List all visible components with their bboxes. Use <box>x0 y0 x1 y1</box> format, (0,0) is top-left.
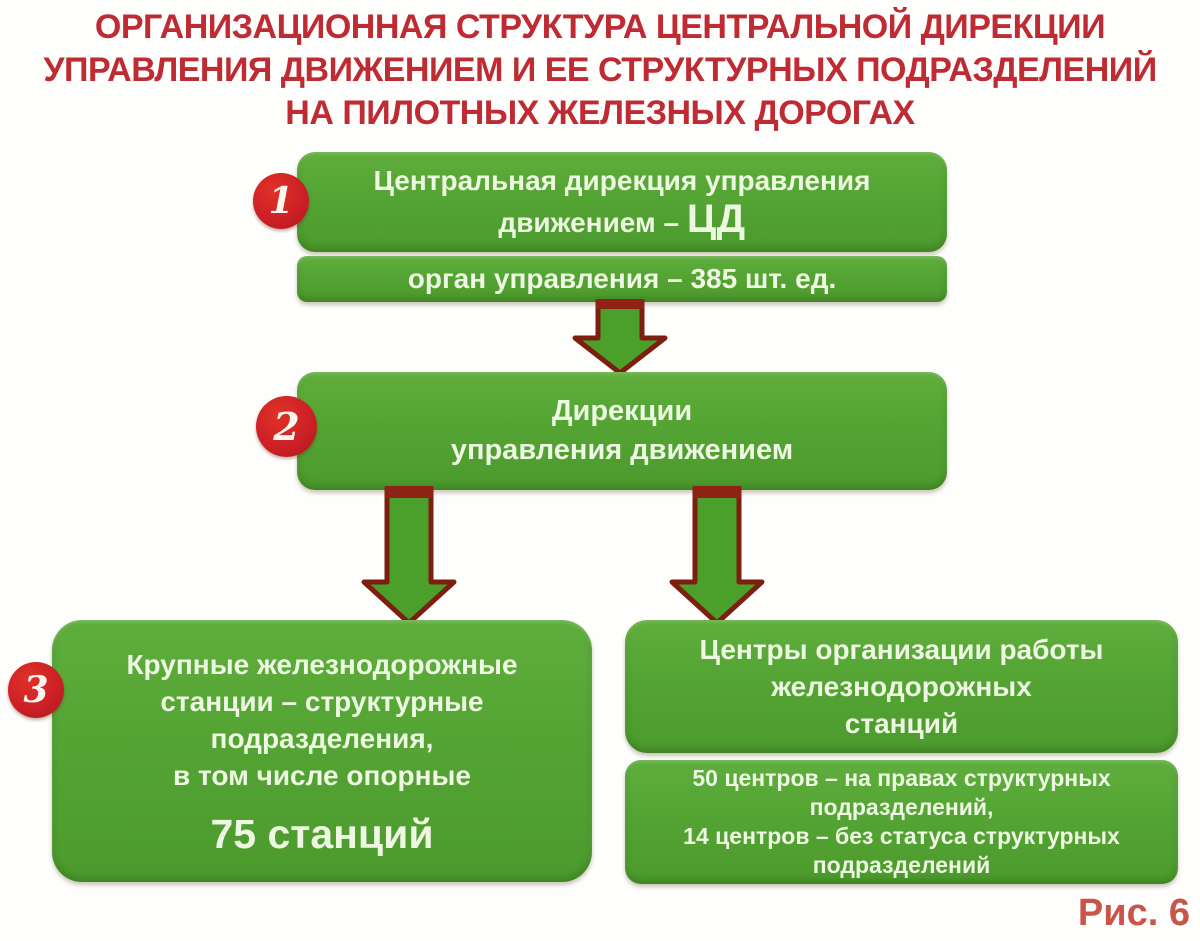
node-work-centers-detail-line4: подразделений <box>812 852 991 878</box>
figure-caption: Рис. 6 <box>1077 892 1190 934</box>
badge-1: 1 <box>253 173 309 229</box>
badge-3: 3 <box>8 662 64 718</box>
arrow-top-cap <box>596 299 644 309</box>
title-line-2: УПРАВЛЕНИЯ ДВИЖЕНИЕМ И ЕЕ СТРУКТУРНЫХ ПО… <box>43 51 1157 89</box>
down-arrow-center <box>572 299 668 375</box>
node-work-centers-line1: Центры организации работы <box>699 634 1104 665</box>
down-arrow-left <box>361 486 457 626</box>
node-work-centers-detail-line3: 14 центров – без статуса структурных <box>683 823 1120 849</box>
node-central-directorate-line2: движением – ЦД <box>498 197 746 242</box>
node-work-centers: Центры организации работы железнодорожны… <box>625 620 1178 753</box>
node-work-centers-line2: железнодорожных <box>771 671 1032 702</box>
node-work-centers-line3: станций <box>844 708 959 739</box>
badge-2: 2 <box>256 396 317 457</box>
node-central-directorate-line1: Центральная дирекция управления <box>373 165 871 196</box>
node-central-directorate-line2-prefix: движением – <box>498 207 687 238</box>
badge-1-number: 1 <box>268 180 294 222</box>
node-central-directorate-abbr: ЦД <box>686 197 746 241</box>
title-line-3: НА ПИЛОТНЫХ ЖЕЛЕЗНЫХ ДОРОГАХ <box>285 94 915 132</box>
node-large-stations-line3: подразделения, <box>210 723 434 754</box>
node-large-stations-line1: Крупные железнодорожные <box>126 649 518 680</box>
down-arrow-right <box>669 486 765 626</box>
title-line-1: ОРГАНИЗАЦИОННАЯ СТРУКТУРА ЦЕНТРАЛЬНОЙ ДИ… <box>94 8 1106 46</box>
node-traffic-directorates-line2: управления движением <box>450 434 794 466</box>
badge-3-number: 3 <box>23 669 49 711</box>
arrow-top-cap <box>385 486 433 498</box>
arrow-top-cap <box>693 486 741 498</box>
node-work-centers-detail-line2: подразделений, <box>809 794 994 820</box>
node-large-stations-line2: станции – структурные <box>160 686 484 717</box>
node-central-directorate-staff: орган управления – 385 шт. ед. <box>297 256 947 302</box>
node-traffic-directorates-line1: Дирекции <box>551 395 693 427</box>
node-large-stations-count: 75 станций <box>210 811 434 857</box>
diagram-title: ОРГАНИЗАЦИОННАЯ СТРУКТУРА ЦЕНТРАЛЬНОЙ ДИ… <box>0 6 1200 135</box>
badge-2-number: 2 <box>273 404 300 449</box>
node-traffic-directorates: Дирекции управления движением <box>297 372 947 490</box>
node-large-stations: Крупные железнодорожные станции – структ… <box>52 620 592 882</box>
node-central-directorate: Центральная дирекция управления движение… <box>297 152 947 252</box>
node-work-centers-detail-line1: 50 центров – на правах структурных <box>692 765 1111 791</box>
node-central-directorate-staff-text: орган управления – 385 шт. ед. <box>407 263 837 294</box>
node-work-centers-detail: 50 центров – на правах структурных подра… <box>625 760 1178 884</box>
node-large-stations-line4: в том числе опорные <box>173 760 471 791</box>
